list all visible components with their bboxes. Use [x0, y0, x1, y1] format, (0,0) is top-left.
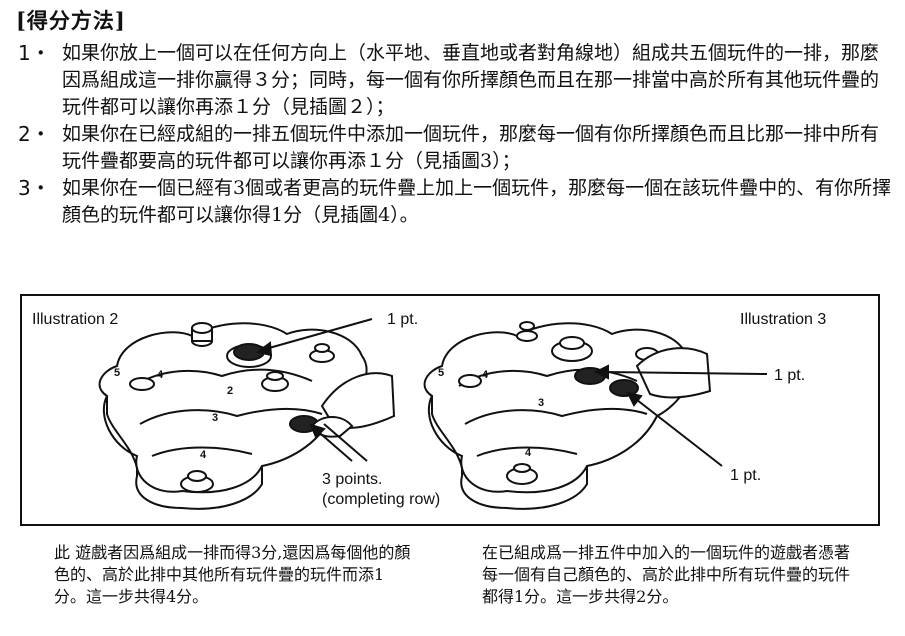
stack-piece: [516, 330, 538, 342]
caption-illustration-3: 在已組成爲一排五件中加入的一個玩件的遊戲者憑著每一個有自己顏色的、高於此排中所有…: [482, 543, 851, 606]
arrow-line: [601, 371, 768, 375]
illustration-svg: 5 4 2 3 4 Illustration 2 1 pt. 3 points.…: [32, 311, 826, 510]
arrow-head: [626, 391, 643, 407]
board-number: 4: [525, 447, 532, 459]
board-ledge: [476, 446, 578, 457]
rule-item: 2・ 如果你在已經成組的一排五個玩件中添加一個玩件，那麼每一個有你所擇顏色而且比…: [18, 121, 893, 175]
stack-piece: [519, 321, 535, 331]
stack-piece: [314, 343, 330, 353]
illustration-3-title: Illustration 3: [740, 311, 826, 328]
board-number: 5: [114, 367, 120, 379]
board-number: 4: [200, 449, 207, 461]
arrow-line: [261, 318, 373, 351]
arrow-head: [309, 423, 326, 439]
rule-text: 如果你放上一個可以在任何方向上（水平地、垂直地或者對角線地）組成共五個玩件的一排…: [62, 42, 880, 118]
rule-number: 3・: [18, 176, 51, 200]
board-ledge: [151, 446, 253, 457]
illustration-panel: 5 4 2 3 4 Illustration 2 1 pt. 3 points.…: [20, 294, 880, 526]
rule-number: 2・: [18, 122, 51, 146]
stack-piece: [187, 470, 207, 482]
rule-text: 如果你在已經成組的一排五個玩件中添加一個玩件，那麼每一個有你所擇顏色而且比那一排…: [62, 123, 880, 172]
stack-piece: [266, 371, 284, 381]
section-heading: [得分方法]: [16, 8, 126, 33]
rule-number: 1・: [18, 41, 51, 65]
rule-item: 1・ 如果你放上一個可以在任何方向上（水平地、垂直地或者對角線地）組成共五個玩件…: [18, 40, 893, 121]
caption-illustration-2: 此 遊戲者因爲組成一排而得3分,還因爲每個他的顏色的、高於此排中其他所有玩件疊的…: [54, 543, 411, 606]
board-ledge: [139, 407, 323, 425]
completing-row-label: (completing row): [322, 491, 440, 508]
illustration-2-title: Illustration 2: [32, 311, 118, 328]
board-side: [431, 396, 588, 510]
board-shape: [423, 322, 693, 494]
board-number: 2: [227, 385, 233, 397]
one-point-label: 1 pt.: [774, 367, 805, 384]
stack-piece: [559, 336, 585, 350]
one-point-label: 1 pt.: [387, 311, 418, 328]
board-numbers-left: 5 4 2 3 4: [114, 367, 233, 461]
rule-text: 如果你在一個已經有3個或者更高的玩件疊上加上一個玩件，那麼每一個在該玩件疊中的、…: [62, 177, 892, 226]
stack-piece: [191, 322, 213, 334]
one-point-label: 1 pt.: [730, 467, 761, 484]
rule-item: 3・ 如果你在一個已經有3個或者更高的玩件疊上加上一個玩件，那麼每一個在該玩件疊…: [18, 175, 893, 229]
board-number: 4: [482, 369, 489, 381]
arrow-head: [255, 341, 273, 357]
arrows-left: [255, 318, 373, 462]
board-ledge: [464, 407, 648, 425]
rules-list: 1・ 如果你放上一個可以在任何方向上（水平地、垂直地或者對角線地）組成共五個玩件…: [18, 40, 893, 229]
dark-stack-piece: [609, 379, 639, 397]
board-side: [106, 396, 263, 510]
board-number: 4: [157, 369, 164, 381]
board-number: 3: [538, 397, 544, 409]
board-number: 5: [438, 367, 444, 379]
board-illustration-3: [423, 321, 712, 510]
board-ledge: [133, 368, 313, 387]
board-numbers-right: 5 4 3 4: [438, 367, 544, 459]
arrow-head: [593, 364, 609, 380]
board-number: 3: [212, 412, 218, 424]
board-illustration-2: [98, 322, 396, 510]
stack-piece: [129, 377, 155, 391]
stack-piece: [513, 463, 531, 473]
arrow-line: [631, 395, 723, 467]
stack-piece: [458, 374, 482, 388]
arrows-right: [593, 364, 768, 467]
three-points-label: 3 points.: [322, 471, 382, 488]
arrow-line: [323, 423, 368, 462]
